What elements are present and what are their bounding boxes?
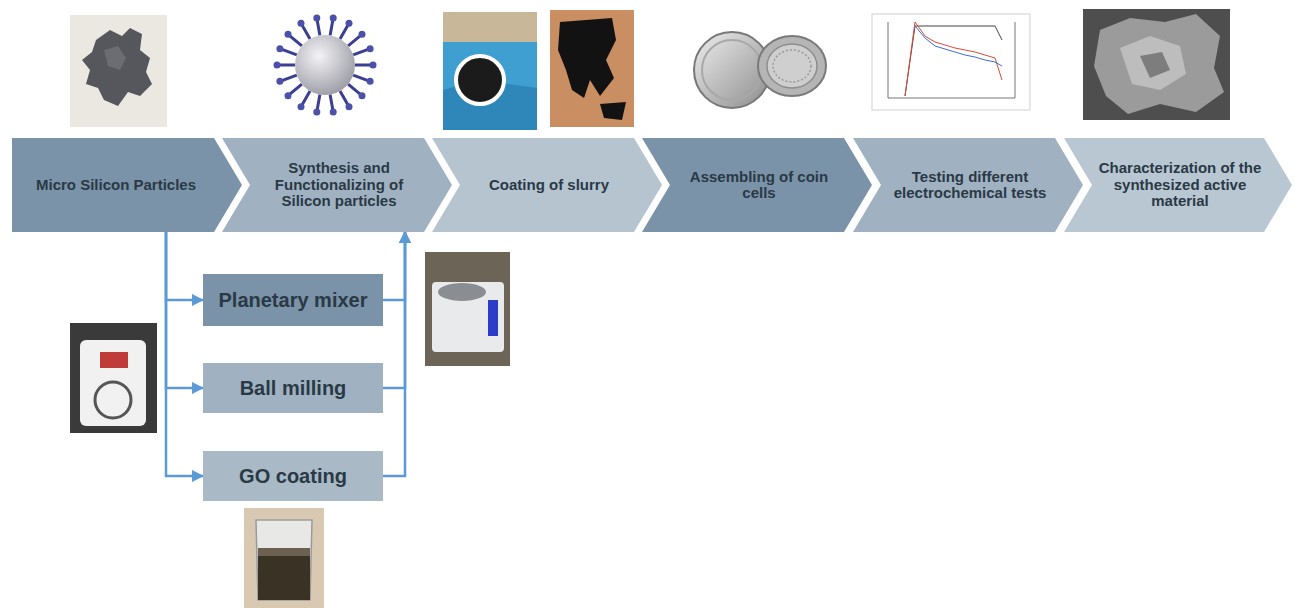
beaker-photo [244,508,324,608]
flow-connector [166,232,203,300]
text-area: Coating of slurry [466,138,632,232]
text-area: Testing different electrochemical tests [887,138,1053,232]
method-box: Ball milling [203,363,383,413]
process-chevron: Assembling of coin cells [642,138,872,232]
sem-image [1083,9,1230,120]
text-area: GO coating [211,451,375,501]
method-box: GO coating [203,451,383,501]
text-area: Characterization of the synthesized acti… [1098,138,1262,232]
centrifuge-photo [425,252,510,366]
step-label: Synthesis and Functionalizing of Silicon… [256,160,422,210]
text-area: Planetary mixer [211,274,375,326]
step-label: Assembling of coin cells [676,169,842,202]
process-chevron: Synthesis and Functionalizing of Silicon… [222,138,452,232]
silicon-photo [70,15,167,127]
chevron-fill [642,138,872,232]
coin-cell-illustration [694,32,826,108]
flow-connector [383,232,405,388]
flow-connector [166,232,203,476]
step-label: Micro Silicon Particles [36,177,196,194]
method-box: Planetary mixer [203,274,383,326]
flow-connector [383,232,405,300]
chevron-fill [432,138,662,232]
step-label: Testing different electrochemical tests [887,169,1053,202]
chevron-fill [1064,138,1292,232]
process-chevron: Micro Silicon Particles [12,138,242,232]
chevron-fill [222,138,452,232]
box-label: Ball milling [240,376,347,400]
chevron-fill [12,138,242,232]
process-chevron: Characterization of the synthesized acti… [1064,138,1292,232]
text-area: Synthesis and Functionalizing of Silicon… [256,138,422,232]
process-chevron: Coating of slurry [432,138,662,232]
coated-foil-photo [550,10,634,127]
step-label: Characterization of the synthesized acti… [1098,160,1262,210]
step-label: Coating of slurry [489,177,609,194]
box-label: Planetary mixer [219,288,368,312]
flow-connector [383,232,405,476]
process-chevron: Testing different electrochemical tests [853,138,1083,232]
mixer-photo [70,323,157,433]
slurry-photo [443,12,537,130]
box-label: GO coating [239,464,347,488]
chevron-fill [853,138,1083,232]
cycling-chart-thumbnail [872,14,1030,110]
text-area: Ball milling [211,363,375,413]
text-area: Micro Silicon Particles [20,138,212,232]
text-area: Assembling of coin cells [676,138,842,232]
nanoparticle-illustration [274,15,377,116]
flow-connector [166,232,203,388]
